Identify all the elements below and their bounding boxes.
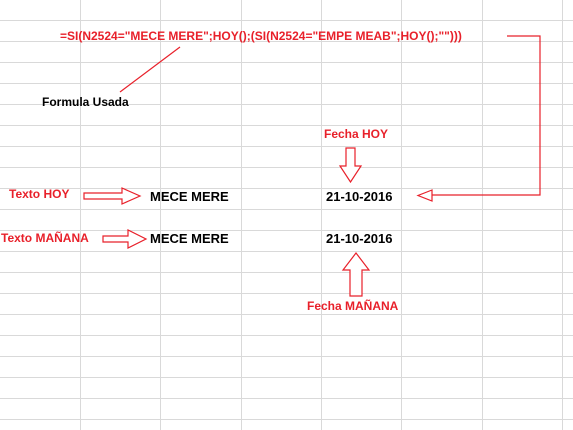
row-divider [0, 83, 573, 84]
formula-label: Formula Usada [42, 95, 129, 109]
column-divider [562, 0, 563, 430]
row-divider [0, 356, 573, 357]
column-divider [241, 0, 242, 430]
row-divider [0, 41, 573, 42]
column-divider [80, 0, 81, 430]
row-divider [0, 104, 573, 105]
row-divider [0, 314, 573, 315]
row-divider [0, 335, 573, 336]
row-divider [0, 62, 573, 63]
row-divider [0, 146, 573, 147]
row-divider [0, 272, 573, 273]
texto-manana-label: Texto MAÑANA [1, 231, 89, 245]
arrow-up-icon [341, 252, 371, 297]
arrow-right-icon [102, 229, 148, 249]
row-divider [0, 188, 573, 189]
row-divider [0, 377, 573, 378]
row-divider [0, 251, 573, 252]
formula-connector-line [432, 35, 541, 196]
arrow-right-icon [83, 187, 142, 205]
row-divider [0, 20, 573, 21]
column-divider [482, 0, 483, 430]
column-divider [321, 0, 322, 430]
texto-hoy-label: Texto HOY [9, 187, 70, 201]
arrow-left-icon [416, 189, 433, 202]
row-divider [0, 419, 573, 420]
column-divider [401, 0, 402, 430]
row-divider [0, 398, 573, 399]
row-divider [0, 125, 573, 126]
row-divider [0, 230, 573, 231]
formula-pointer-line [119, 46, 181, 93]
row-divider [0, 167, 573, 168]
cell-text-row-1[interactable]: MECE MERE [150, 189, 229, 204]
fecha-hoy-label: Fecha HOY [324, 127, 389, 141]
cell-text-row-2[interactable]: MECE MERE [150, 231, 229, 246]
formula-text: =SI(N2524="MECE MERE";HOY();(SI(N2524="E… [60, 29, 462, 43]
fecha-manana-label: Fecha MAÑANA [307, 299, 399, 313]
cell-date-row-2[interactable]: 21-10-2016 [326, 231, 393, 246]
row-divider [0, 293, 573, 294]
arrow-down-icon [338, 147, 363, 184]
row-divider [0, 209, 573, 210]
cell-date-row-1[interactable]: 21-10-2016 [326, 189, 393, 204]
column-divider [160, 0, 161, 430]
